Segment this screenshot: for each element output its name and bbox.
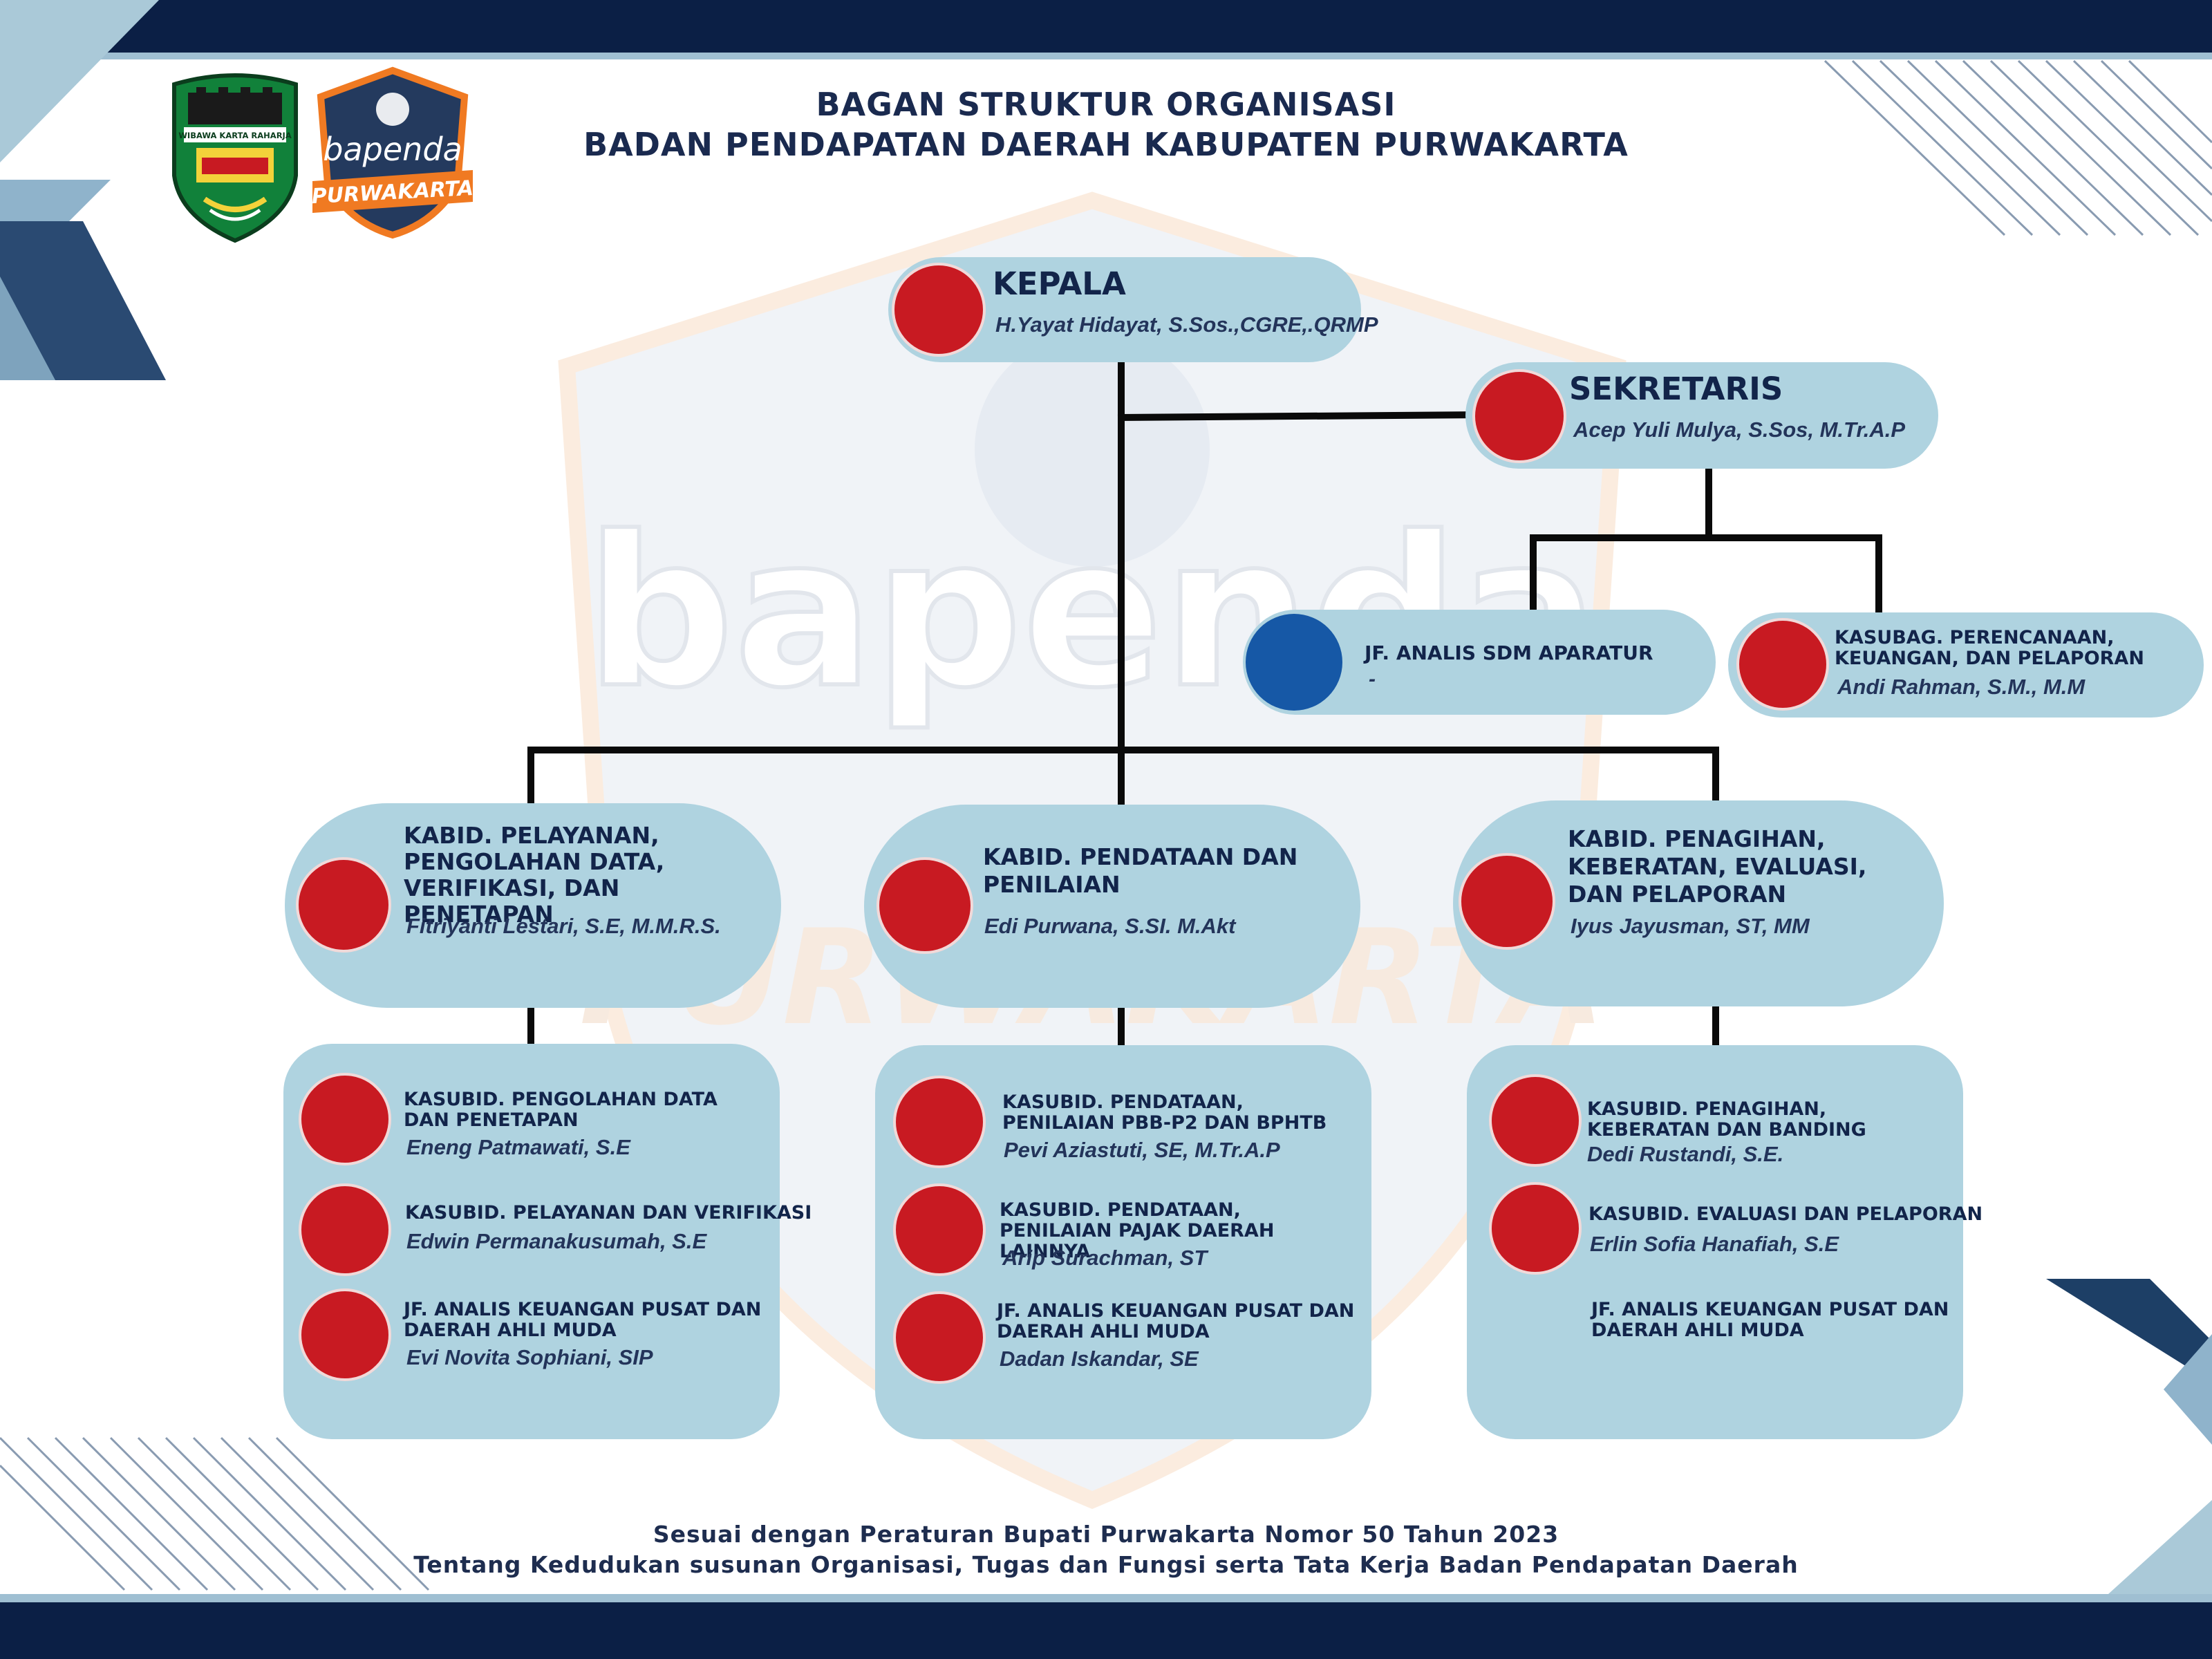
footer-regulation: Sesuai dengan Peraturan Bupati Purwakart… [653,1521,1559,1548]
kabid-pendataan-role: KABID. PENDATAAN DAN PENILAIAN [983,843,1298,898]
purwakarta-regency-logo: WIBAWA KARTA RAHARJA [172,73,298,243]
kasubag-name: Andi Rahman, S.M., M.M [1837,675,2086,699]
sub-1-3-name: Evi Novita Sophiani, SIP [406,1345,653,1369]
sub-2-1-name: Pevi Aziastuti, SE, M.Tr.A.P [1004,1138,1280,1162]
bapenda-logo-word: bapenda [323,131,462,168]
kepala-photo [892,263,986,357]
sub-2-2-name: Arip Surachman, ST [1002,1246,1208,1270]
sub-2-2-role: KASUBID. PENDATAAN, PENILAIAN PAJAK DAER… [1000,1199,1275,1262]
jf-analis-sdm-role: JF. ANALIS SDM APARATUR [1365,641,1653,664]
page-title: BAGAN STRUKTUR ORGANISASI [816,86,1396,123]
kabid-penagihan-photo [1459,853,1555,950]
sub-2-1-photo [893,1076,986,1168]
top-banner-bar [0,0,2212,53]
sub-1-1-role: KASUBID. PENGOLAHAN DATA DAN PENETAPAN [404,1089,718,1131]
kabid-pendataan-photo [877,857,973,954]
sub-2-3-name: Dadan Iskandar, SE [1000,1347,1199,1371]
sub-2-3-photo [893,1291,986,1384]
corner-chevron-right-dark [2046,1279,2212,1382]
corner-chevron-right-light [2164,1334,2212,1445]
bapenda-logo: bapenda PURWAKARTA [311,66,474,239]
kepala-name: H.Yayat Hidayat, S.Sos.,CGRE,.QRMP [995,312,1378,337]
connector-to-sekretaris [1117,411,1483,422]
sub-1-3-role: JF. ANALIS KEUANGAN PUSAT DAN DAERAH AHL… [404,1299,762,1341]
sub-1-3-photo [299,1288,391,1381]
kabid-penagihan-role: KABID. PENAGIHAN, KEBERATAN, EVALUASI, D… [1568,825,1867,908]
sub-2-2-photo [893,1183,986,1276]
corner-chevron-left-light [0,276,55,380]
kabid-penagihan-name: Iyus Jayusman, ST, MM [1571,914,1810,938]
sub-1-2-name: Edwin Permanakusumah, S.E [406,1229,707,1253]
corner-triangle-top-left [0,0,159,162]
sub-2-3-role: JF. ANALIS KEUANGAN PUSAT DAN DAERAH AHL… [997,1300,1355,1342]
kepala-role: KEPALA [993,265,1126,302]
kasubag-role: KASUBAG. PERENCANAAN, KEUANGAN, DAN PELA… [1835,627,2144,669]
sub-3-1-role: KASUBID. PENAGIHAN, KEBERATAN DAN BANDIN… [1587,1098,1866,1141]
kabid-pelayanan-name: Fitriyanti Lestari, S.E, M.M.R.S. [406,914,721,938]
sub-3-1-name: Dedi Rustandi, S.E. [1587,1142,1784,1166]
bottom-banner-bar [0,1602,2212,1659]
sub-3-2-role: KASUBID. EVALUASI DAN PELAPORAN [1588,1203,1983,1225]
sekretaris-photo [1472,369,1566,463]
hatch-top-right [1824,59,2212,236]
sub-2-1-role: KASUBID. PENDATAAN, PENILAIAN PBB-P2 DAN… [1002,1091,1327,1134]
top-accent-bar [0,53,2212,59]
kabid-pendataan-name: Edi Purwana, S.SI. M.Akt [984,914,1236,938]
hatch-bottom-left [0,1436,430,1591]
page-subtitle: BADAN PENDAPATAN DAERAH KABUPATEN PURWAK… [583,126,1629,163]
regency-logo-motto: WIBAWA KARTA RAHARJA [178,131,292,140]
sub-1-1-name: Eneng Patmawati, S.E [406,1135,630,1159]
jf-analis-sdm-name: - [1369,668,1376,691]
bottom-accent-bar [0,1594,2212,1602]
sub-1-1-photo [299,1073,391,1165]
sekretaris-role: SEKRETARIS [1569,371,1783,407]
sub-1-2-photo [299,1183,391,1276]
sub-3-2-photo [1489,1182,1582,1275]
sub-3-1-photo [1489,1074,1582,1167]
corner-chevron-left-dark [0,221,166,380]
sub-1-2-role: KASUBID. PELAYANAN DAN VERIFIKASI [405,1202,812,1224]
kabid-pelayanan-role: KABID. PELAYANAN, PENGOLAHAN DATA, VERIF… [404,822,665,928]
connector-sekretaris-branch [1530,534,1882,616]
sub-3-3-role: JF. ANALIS KEUANGAN PUSAT DAN DAERAH AHL… [1591,1299,1949,1341]
sekretaris-name: Acep Yuli Mulya, S.Sos, M.Tr.A.P [1573,418,1906,442]
jf-analis-sdm-placeholder-avatar [1246,614,1342,711]
corner-triangle-bottom-right [2108,1500,2212,1594]
sub-3-2-name: Erlin Sofia Hanafiah, S.E [1590,1232,1839,1256]
kabid-pelayanan-photo [296,857,391,953]
kasubag-photo [1736,618,1829,711]
footer-regulation-subject: Tentang Kedudukan susunan Organisasi, Tu… [413,1551,1799,1578]
